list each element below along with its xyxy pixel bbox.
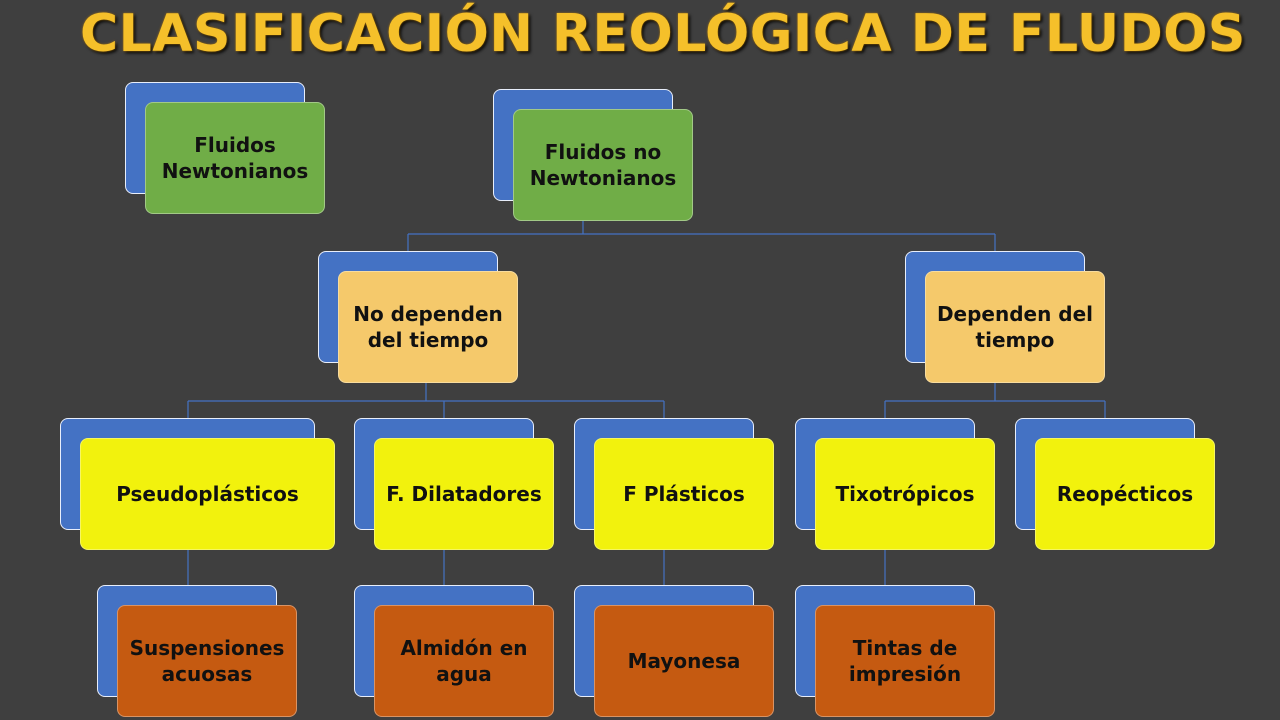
node-label: F. Dilatadores — [374, 438, 554, 550]
connector-nonewton-children — [407, 221, 996, 251]
node-label: No dependen del tiempo — [338, 271, 518, 383]
connector-nodependen-children — [187, 383, 665, 418]
node-label: Almidón en agua — [374, 605, 554, 717]
node-label: F Plásticos — [594, 438, 774, 550]
node-label: Fluidos no Newtonianos — [513, 109, 693, 221]
node-label: Suspensiones acuosas — [117, 605, 297, 717]
node-label: Pseudoplásticos — [80, 438, 335, 550]
node-label: Reopécticos — [1035, 438, 1215, 550]
node-label: Tixotrópicos — [815, 438, 995, 550]
node-label: Fluidos Newtonianos — [145, 102, 325, 214]
diagram-title: CLASIFICACIÓN REOLÓGICA DE FLUDOS — [80, 4, 1246, 64]
connector-dependen-children — [884, 383, 1106, 418]
node-label: Dependen del tiempo — [925, 271, 1105, 383]
node-label: Mayonesa — [594, 605, 774, 717]
node-label: Tintas de impresión — [815, 605, 995, 717]
